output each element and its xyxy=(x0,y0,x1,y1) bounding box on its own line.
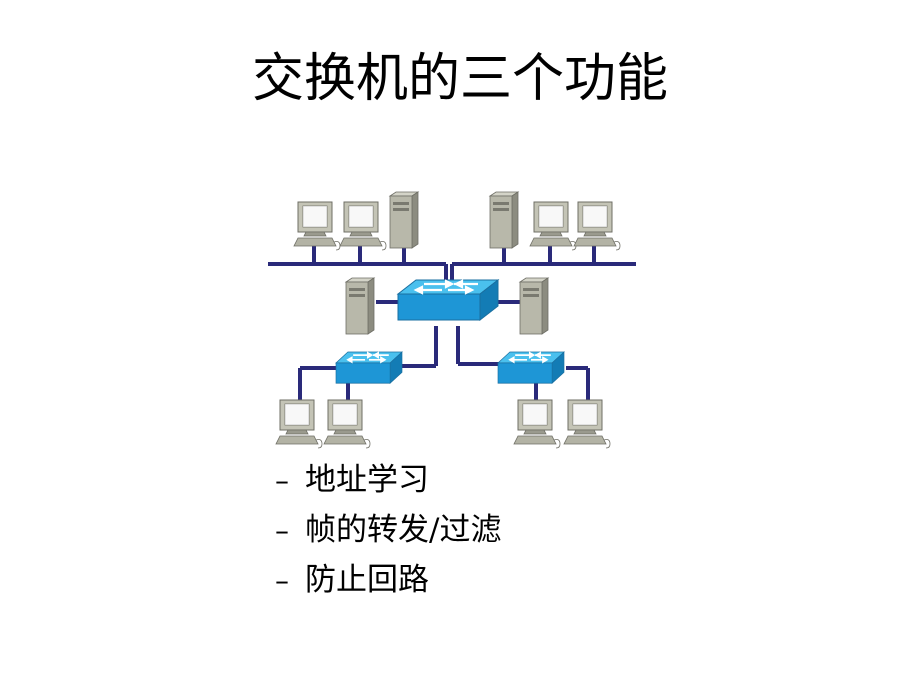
pc-icon xyxy=(573,201,621,251)
list-item-text: 防止回路 xyxy=(305,562,429,598)
switch-icon xyxy=(396,278,500,322)
list-item-text: 帧的转发/过滤 xyxy=(305,512,502,548)
pc-icon xyxy=(323,399,371,449)
list-item: –帧的转发/过滤 xyxy=(275,505,501,555)
pc-icon xyxy=(563,399,611,449)
server-icon xyxy=(519,277,549,335)
server-icon xyxy=(489,191,519,249)
cable-lines xyxy=(268,242,636,410)
server-icon xyxy=(345,277,375,335)
dash-bullet: – xyxy=(275,464,289,497)
dash-bullet: – xyxy=(275,514,289,547)
pc-icon xyxy=(529,201,577,251)
list-item: –防止回路 xyxy=(275,555,501,605)
pc-icon xyxy=(339,201,387,251)
pc-icon xyxy=(293,201,341,251)
dash-bullet: – xyxy=(275,564,289,597)
switch-icon xyxy=(335,351,403,385)
list-item: –地址学习 xyxy=(275,455,501,505)
switch-icon xyxy=(497,351,565,385)
pc-icon xyxy=(275,399,323,449)
network-diagram xyxy=(268,191,636,449)
function-list: –地址学习 –帧的转发/过滤 –防止回路 xyxy=(275,455,501,605)
list-item-text: 地址学习 xyxy=(305,462,429,498)
pc-icon xyxy=(513,399,561,449)
server-icon xyxy=(389,191,419,249)
slide-title: 交换机的三个功能 xyxy=(251,49,668,109)
